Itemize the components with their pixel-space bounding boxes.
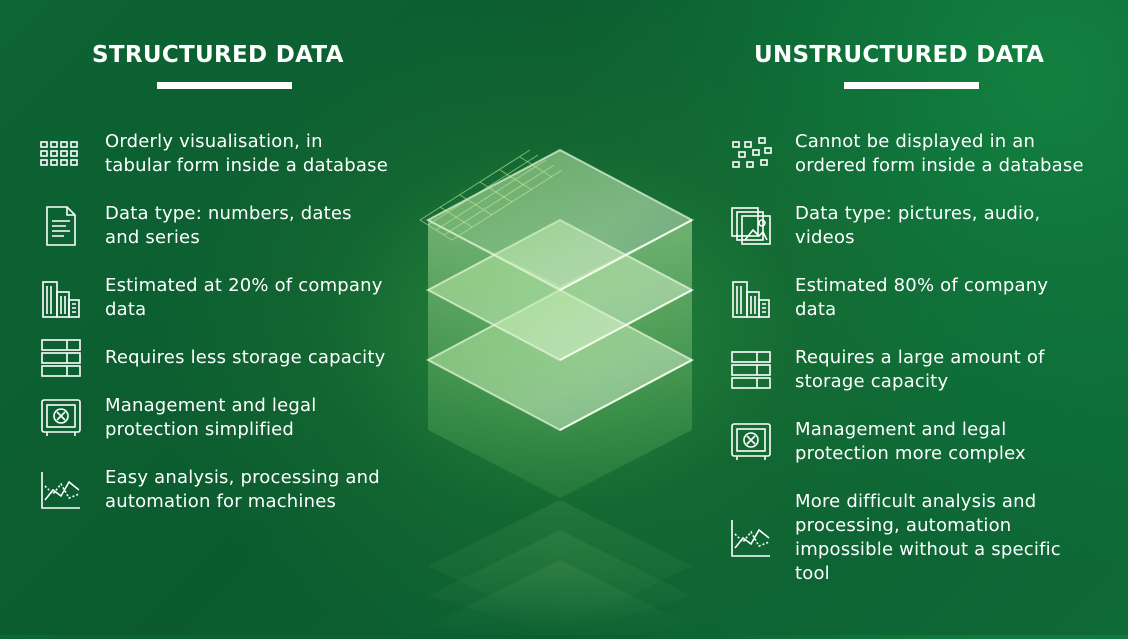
- safe-icon: [726, 418, 776, 466]
- media-files-icon: [726, 202, 776, 250]
- server-icon: [36, 334, 86, 382]
- item-text: Data type: numbers, dates and series: [105, 203, 352, 248]
- analytics-chart-icon: [726, 514, 776, 562]
- unstructured-item-data-type: Data type: pictures, audio, videos: [726, 202, 1106, 250]
- item-text: Data type: pictures, audio, videos: [795, 203, 1041, 248]
- item-text: Estimated 80% of company data: [795, 275, 1049, 320]
- unstructured-item-display: Cannot be displayed in an ordered form i…: [726, 130, 1106, 178]
- item-text: Estimated at 20% of company data: [105, 275, 383, 320]
- unstructured-item-storage: Requires a large amount of storage capac…: [726, 346, 1106, 394]
- structured-data-title: STRUCTURED DATA: [92, 42, 344, 68]
- item-text: Management and legal protection more com…: [795, 419, 1026, 464]
- structured-item-data-type: Data type: numbers, dates and series: [36, 202, 416, 250]
- title-underline: [157, 82, 292, 89]
- unstructured-item-analysis: More difficult analysis and processing, …: [726, 490, 1106, 586]
- item-text: Requires less storage capacity: [105, 347, 386, 368]
- grid-icon: [36, 130, 86, 178]
- unstructured-data-title: UNSTRUCTURED DATA: [754, 42, 1045, 68]
- item-text: Requires a large amount of storage capac…: [795, 347, 1045, 392]
- server-icon: [726, 346, 776, 394]
- safe-icon: [36, 394, 86, 442]
- analytics-chart-icon: [36, 466, 86, 514]
- structured-item-storage: Requires less storage capacity: [36, 334, 416, 382]
- structured-item-estimate: Estimated at 20% of company data: [36, 274, 416, 322]
- structured-item-visualisation: Orderly visualisation, in tabular form i…: [36, 130, 416, 178]
- structured-item-protection: Management and legal protection simplifi…: [36, 394, 416, 442]
- title-underline: [844, 82, 979, 89]
- unstructured-item-protection: Management and legal protection more com…: [726, 418, 1106, 466]
- unstructured-item-estimate: Estimated 80% of company data: [726, 274, 1106, 322]
- item-text: Orderly visualisation, in tabular form i…: [105, 131, 388, 176]
- buildings-icon: [36, 274, 86, 322]
- buildings-icon: [726, 274, 776, 322]
- item-text: Easy analysis, processing and automation…: [105, 467, 380, 512]
- document-icon: [36, 202, 86, 250]
- scattered-squares-icon: [726, 130, 776, 178]
- item-text: More difficult analysis and processing, …: [795, 491, 1061, 584]
- item-text: Management and legal protection simplifi…: [105, 395, 317, 440]
- structured-item-analysis: Easy analysis, processing and automation…: [36, 466, 416, 514]
- item-text: Cannot be displayed in an ordered form i…: [795, 131, 1084, 176]
- data-layers-illustration: [410, 140, 710, 635]
